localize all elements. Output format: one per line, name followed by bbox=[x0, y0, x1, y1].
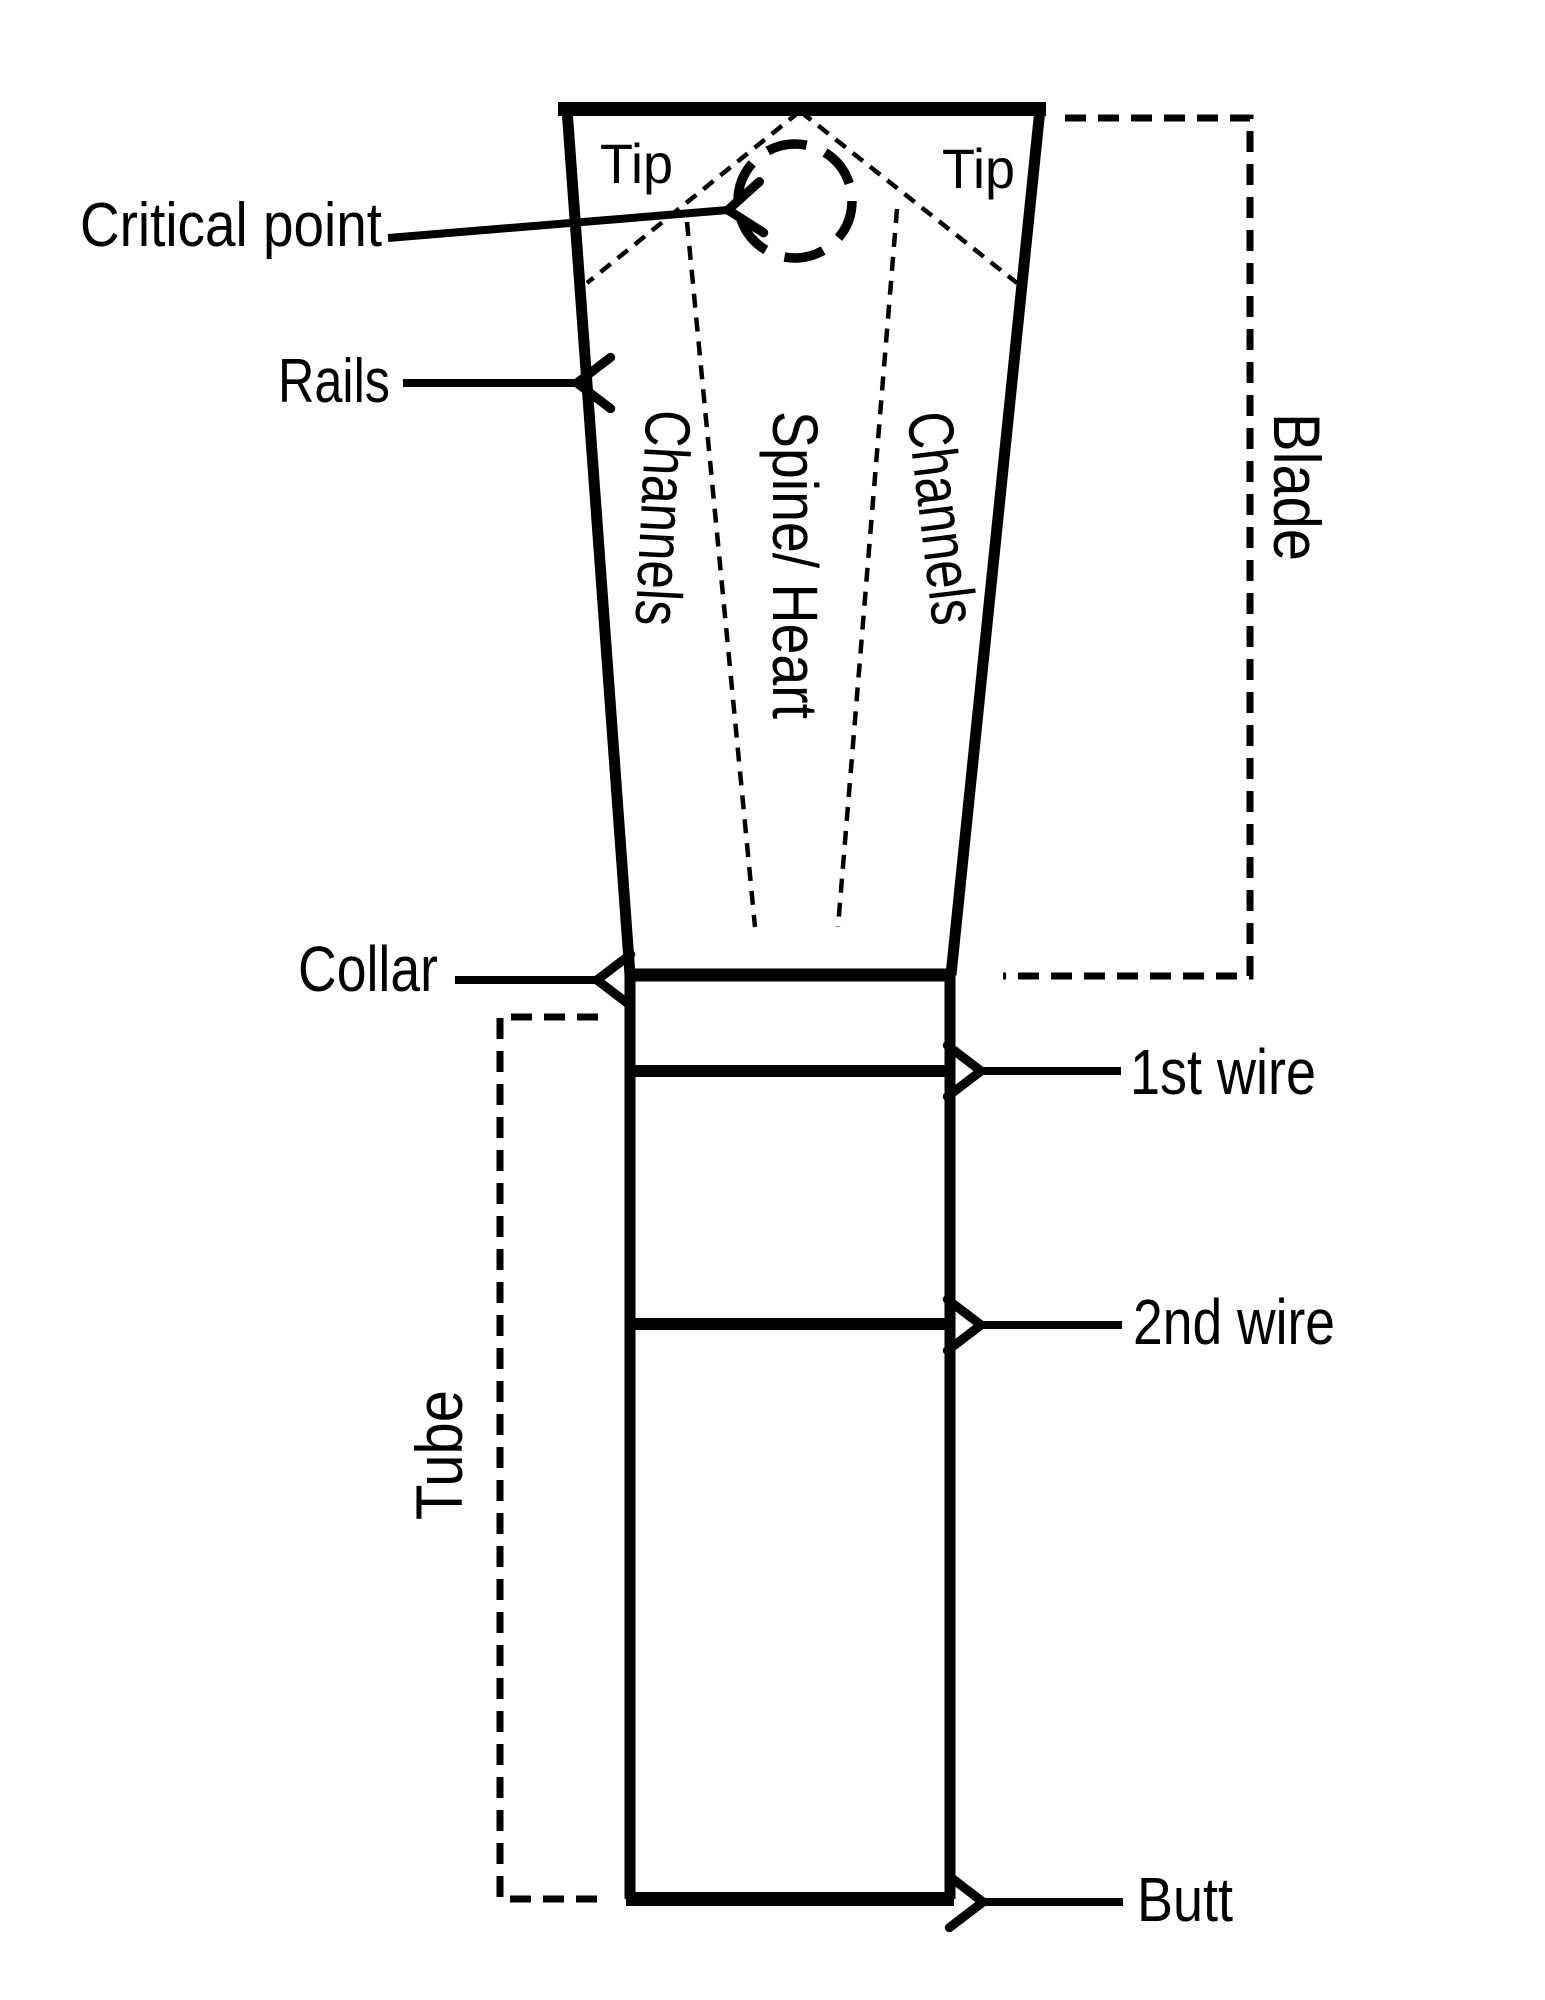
tip-right-label: Tip bbox=[942, 137, 1015, 200]
first-wire-label: 1st wire bbox=[1130, 1036, 1316, 1108]
critical-point-label: Critical point bbox=[80, 191, 382, 260]
spine-boundary-right-dashed-line bbox=[835, 208, 900, 928]
channels-left-label: Channels bbox=[621, 408, 704, 627]
critical-point-arrow bbox=[387, 177, 769, 242]
tube-extent-bracket bbox=[496, 1013, 600, 1903]
spine-boundary-left-dashed-line bbox=[684, 221, 758, 928]
second-wire-label: 2nd wire bbox=[1133, 1286, 1335, 1358]
tip-left-label: Tip bbox=[600, 132, 673, 195]
rails-label: Rails bbox=[278, 347, 390, 416]
blade-label: Blade bbox=[1260, 413, 1334, 561]
tip-boundary-left-dashed-line bbox=[585, 110, 801, 285]
callout-arrows bbox=[387, 177, 1123, 1933]
butt-label: Butt bbox=[1137, 1866, 1233, 1935]
critical-point-circle bbox=[733, 139, 857, 263]
tip-boundary-right-dashed-line bbox=[799, 110, 1019, 285]
reed-outline bbox=[558, 102, 1046, 1906]
tube-label: Tube bbox=[402, 1390, 476, 1520]
collar-label: Collar bbox=[298, 933, 438, 1005]
blade-right-rail-line bbox=[945, 108, 1046, 976]
spine-heart-label: Spine/ Heart bbox=[759, 411, 831, 719]
scrape-boundaries bbox=[585, 110, 1019, 928]
blade-left-rail-line bbox=[561, 108, 636, 976]
channels-right-label: Channels bbox=[893, 407, 991, 628]
blade-extent-bracket bbox=[1003, 114, 1254, 980]
